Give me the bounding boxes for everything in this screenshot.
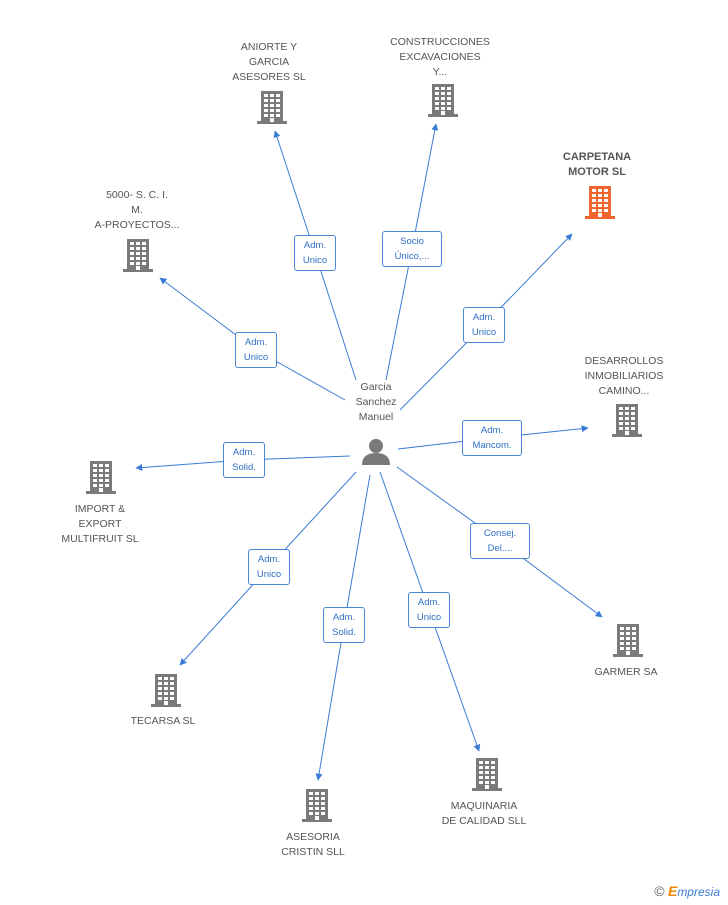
person-icon[interactable] <box>362 439 390 465</box>
person-name-line: Garcia <box>360 381 392 393</box>
building-icon-garmer[interactable] <box>613 624 643 657</box>
edge-role-text: Solid. <box>332 627 356 638</box>
edge-role-tag-maquinaria[interactable]: Adm. Unico <box>408 592 450 628</box>
edge-role-tag-5000[interactable]: Adm. Unico <box>235 332 277 368</box>
edge-role-tag-aniorte[interactable]: Adm. Unico <box>294 235 336 271</box>
building-icon-construcciones[interactable] <box>428 84 458 117</box>
company-name-line: TECARSA SL <box>130 715 196 727</box>
edge-role-text: Adm. <box>244 337 268 348</box>
company-name-line: ASESORIA <box>286 831 340 843</box>
company-name-line: GARMER SA <box>594 666 658 678</box>
building-icon-desarrollos[interactable] <box>612 404 642 437</box>
company-label-construcciones[interactable]: CONSTRUCCIONES EXCAVACIONES Y... <box>360 35 520 80</box>
company-name-line: CARPETANA <box>562 151 632 163</box>
building-icon-import[interactable] <box>86 461 116 494</box>
company-label-maquinaria[interactable]: MAQUINARIA DE CALIDAD SLL <box>404 799 564 829</box>
company-name-line: CRISTIN SLL <box>281 846 345 858</box>
edge-role-text: Único,... <box>394 251 430 262</box>
edge-role-text: Unico <box>243 352 269 363</box>
nodes-layer <box>86 84 643 822</box>
building-icon-carpetana[interactable] <box>585 186 615 219</box>
building-icon-5000[interactable] <box>123 239 153 272</box>
edge-role-tag-garmer[interactable]: Consej. Del.... <box>470 523 530 559</box>
company-name-line: ANIORTE Y <box>240 41 298 53</box>
company-name-line: ASESORES SL <box>232 71 306 83</box>
company-label-garmer[interactable]: GARMER SA <box>546 665 706 680</box>
company-name-line: EXCAVACIONES <box>399 51 481 63</box>
edge-role-tag-asesoria[interactable]: Adm. Solid. <box>323 607 365 643</box>
company-name-line: Y... <box>432 66 448 78</box>
company-name-line: IMPORT & <box>74 503 126 515</box>
company-name-line: CONSTRUCCIONES <box>390 36 490 48</box>
company-name-line: MULTIFRUIT SL <box>61 533 139 545</box>
company-name-line: CAMINO... <box>598 385 650 397</box>
company-name-line: MOTOR SL <box>568 166 626 178</box>
company-name-line: 5000- S. C. I. <box>106 189 168 201</box>
company-label-asesoria[interactable]: ASESORIA CRISTIN SLL <box>233 830 393 860</box>
person-name-line: Manuel <box>358 411 394 423</box>
building-icon-asesoria[interactable] <box>302 789 332 822</box>
edge-role-text: Adm. <box>257 554 281 565</box>
building-icon-aniorte[interactable] <box>257 91 287 124</box>
company-name-line: GARCIA <box>248 56 290 68</box>
person-name-line: Sanchez <box>355 396 397 408</box>
edge-role-text: Adm. <box>472 312 496 323</box>
edge-role-text: Adm. <box>303 240 327 251</box>
edge-role-text: Unico <box>416 612 442 623</box>
brand-footer[interactable]: © Empresia <box>654 883 720 899</box>
company-label-tecarsa[interactable]: TECARSA SL <box>83 714 243 729</box>
edge-role-tag-carpetana[interactable]: Adm. Unico <box>463 307 505 343</box>
edge-role-tag-desarrollos[interactable]: Adm. Mancom. <box>462 420 522 456</box>
company-label-aniorte[interactable]: ANIORTE Y GARCIA ASESORES SL <box>189 40 349 85</box>
company-name-line: INMOBILIARIOS <box>584 370 664 382</box>
edge-role-tag-tecarsa[interactable]: Adm. Unico <box>248 549 290 585</box>
edge-role-text: Unico <box>302 255 328 266</box>
edge-role-text: Adm. <box>417 597 441 608</box>
edge-role-text: Unico <box>471 327 497 338</box>
edge-role-text: Adm. <box>480 425 504 436</box>
company-name-line: MAQUINARIA <box>450 800 518 812</box>
company-name-line: A-PROYECTOS... <box>94 219 180 231</box>
company-name-line: DE CALIDAD SLL <box>441 815 527 827</box>
edge-role-text: Del.... <box>487 543 513 554</box>
building-icon-maquinaria[interactable] <box>472 758 502 791</box>
brand-logo-letter: E <box>667 883 678 899</box>
company-name-line: DESARROLLOS <box>584 355 664 367</box>
edge-role-text: Unico <box>256 569 282 580</box>
copyright-symbol: © <box>654 883 665 899</box>
company-label-carpetana[interactable]: CARPETANA MOTOR SL <box>517 150 677 180</box>
edge-role-text: Adm. <box>332 612 356 623</box>
company-label-desarrollos[interactable]: DESARROLLOS INMOBILIARIOS CAMINO... <box>544 354 704 399</box>
edge-role-text: Socio <box>400 236 424 247</box>
brand-logo-text: mpresia <box>677 885 720 899</box>
edge-role-text: Adm. <box>232 447 256 458</box>
company-label-import[interactable]: IMPORT & EXPORT MULTIFRUIT SL <box>20 502 180 547</box>
edge-role-text: Mancom. <box>472 440 512 451</box>
edge-role-text: Solid. <box>232 462 256 473</box>
edge-role-text: Consej. <box>483 528 517 539</box>
company-name-line: M. <box>131 204 143 216</box>
company-name-line: EXPORT <box>78 518 122 530</box>
edge-role-tag-import[interactable]: Adm. Solid. <box>223 442 265 478</box>
company-label-5000[interactable]: 5000- S. C. I. M. A-PROYECTOS... <box>57 188 217 233</box>
building-icon-tecarsa[interactable] <box>151 674 181 707</box>
